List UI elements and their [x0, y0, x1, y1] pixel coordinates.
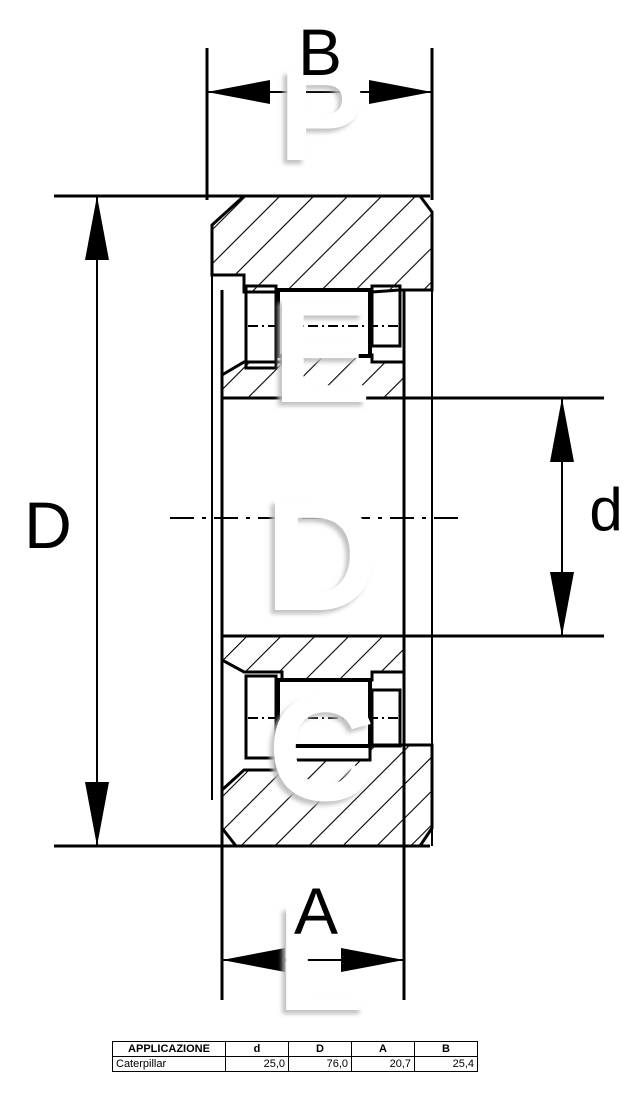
dimension-d: [550, 398, 574, 636]
extension-lines: [54, 48, 604, 1000]
header-B: B: [414, 1041, 478, 1057]
cell-d-value: 25,0: [225, 1056, 289, 1072]
table-header-row: APPLICAZIONE d D A B: [112, 1041, 478, 1057]
header-D-outer: D: [288, 1041, 352, 1057]
watermark-letter-l: L: [276, 874, 368, 1035]
bearing-outline: [211, 230, 433, 846]
table-row: Caterpillar 25,0 76,0 20,7 25,4: [112, 1056, 478, 1072]
cell-A-value: 20,7: [351, 1056, 415, 1072]
cell-D-value: 76,0: [288, 1056, 352, 1072]
label-A: A: [294, 874, 338, 948]
dimension-B: [207, 80, 432, 104]
header-d-bore: d: [225, 1041, 289, 1057]
label-D: D: [24, 488, 72, 562]
cell-application: Caterpillar: [112, 1056, 226, 1072]
header-A: A: [351, 1041, 415, 1057]
specification-table: APPLICAZIONE d D A B Caterpillar 25,0 76…: [112, 1041, 478, 1072]
roller-bottom: [244, 674, 402, 760]
dimension-A: [222, 948, 404, 972]
watermark: P E D C L: [264, 42, 380, 1035]
watermark-letter-e: E: [272, 266, 372, 434]
label-B: B: [298, 15, 342, 89]
watermark-letter-c: C: [268, 664, 376, 832]
bearing-section-drawing: P E D C L B D d A: [24, 15, 623, 1035]
watermark-letter-p: P: [279, 42, 366, 188]
header-applicazione: APPLICAZIONE: [112, 1041, 226, 1057]
cell-B-value: 25,4: [414, 1056, 478, 1072]
roller-top: [244, 284, 402, 370]
watermark-letter-d: D: [264, 465, 380, 644]
dimension-D: [85, 196, 109, 846]
label-d: d: [589, 476, 622, 543]
